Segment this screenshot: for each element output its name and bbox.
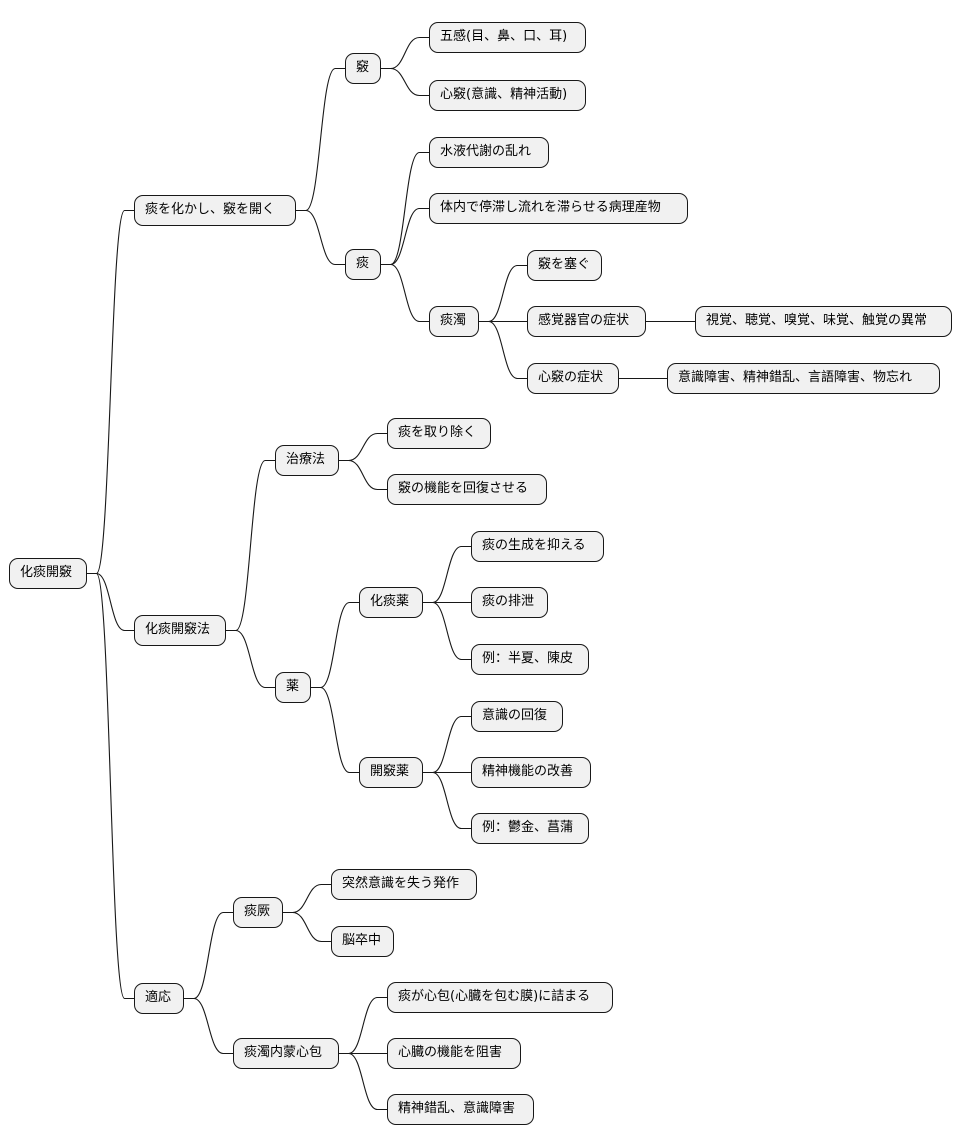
node-method: 化痰開竅法 <box>134 615 226 646</box>
connector-n3-n3_1 <box>184 911 233 1000</box>
node-mental-confusion: 精神錯乱、意識障害 <box>387 1094 534 1125</box>
connector-n1_2-n1_2_1 <box>381 151 429 266</box>
node-suppress-phlegm: 痰の生成を抑える <box>471 531 604 562</box>
node-example-pinellia: 例：半夏、陳皮 <box>471 644 589 675</box>
connector-n2_1-n2_1_2 <box>339 459 387 491</box>
node-medicine: 薬 <box>275 672 311 703</box>
node-phlegm: 痰 <box>345 249 381 280</box>
connector-n3_1-n3_1_2 <box>283 911 331 943</box>
node-five-senses: 五感(目、鼻、口、耳) <box>429 22 586 53</box>
node-turbid-phlegm: 痰濁 <box>429 306 479 337</box>
node-example-curcuma: 例：鬱金、菖蒲 <box>471 813 589 844</box>
node-block-orifices: 竅を塞ぐ <box>527 250 602 281</box>
connector-n3_2-n3_2_3 <box>339 1052 387 1111</box>
node-heart-orifice: 心竅(意識、精神活動) <box>429 80 586 111</box>
root-node: 化痰開竅 <box>9 558 87 589</box>
node-heart-orifice-symptoms: 心竅の症状 <box>527 363 619 394</box>
node-phlegm-resolving-herbs: 化痰薬 <box>359 587 423 618</box>
connector-n3_2-n3_2_1 <box>339 996 387 1055</box>
connector-root-n1 <box>87 209 134 575</box>
connector-n1_1-n1_1_1 <box>381 36 429 70</box>
connector-n2_2_2-n2_2_2_3 <box>423 771 471 830</box>
node-restore-orifice-function: 竅の機能を回復させる <box>387 474 547 505</box>
connector-n2_2_2-n2_2_2_1 <box>423 715 471 774</box>
node-indications: 適応 <box>134 983 184 1014</box>
connector-n2_2_1-n2_2_1_3 <box>423 601 471 661</box>
connector-n1-n1_2 <box>296 209 345 266</box>
connector-n1_2-n1_2_3 <box>381 263 429 323</box>
connector-n3_1-n3_1_1 <box>283 883 331 914</box>
node-sudden-loss-of-consciousness: 突然意識を失う発作 <box>331 869 477 900</box>
node-consciousness-disorders: 意識障害、精神錯乱、言語障害、物忘れ <box>667 363 940 394</box>
connector-n2-n2_1 <box>226 459 275 632</box>
node-stroke: 脳卒中 <box>331 926 394 957</box>
node-expel-phlegm: 痰の排泄 <box>471 587 548 618</box>
node-orifice: 竅 <box>345 53 381 84</box>
connector-n1_1-n1_1_2 <box>381 67 429 97</box>
connector-n2-n2_2 <box>226 629 275 689</box>
connector-n2_2-n2_2_1 <box>311 601 359 689</box>
connector-n1_2_3-n1_2_3_1 <box>479 264 527 323</box>
node-sensory-abnormalities: 視覚、聴覚、嗅覚、味覚、触覚の異常 <box>695 306 952 337</box>
node-impair-heart-function: 心臓の機能を阻害 <box>387 1038 521 1069</box>
connector-n3-n3_2 <box>184 997 233 1055</box>
connector-n1_2-n1_2_2 <box>381 207 429 266</box>
node-sensory-symptoms: 感覚器官の症状 <box>527 306 646 337</box>
connector-n2_1-n2_1_1 <box>339 432 387 462</box>
connector-n1_2_3-n1_2_3_3 <box>479 320 527 380</box>
node-fluid-metabolism-disorder: 水液代謝の乱れ <box>429 137 549 168</box>
node-remove-phlegm: 痰を取り除く <box>387 418 491 449</box>
node-improve-mental-function: 精神機能の改善 <box>471 757 591 788</box>
connector-root-n3 <box>87 572 134 1000</box>
node-treatment: 治療法 <box>275 445 339 476</box>
connector-n1-n1_1 <box>296 67 345 212</box>
node-orifice-opening-herbs: 開竅薬 <box>359 757 423 788</box>
node-pathological-product: 体内で停滞し流れを滞らせる病理産物 <box>429 193 688 224</box>
node-phlegm-syncope: 痰厥 <box>233 897 283 928</box>
connector-n2_2_1-n2_2_1_1 <box>423 545 471 604</box>
node-restore-consciousness: 意識の回復 <box>471 701 563 732</box>
connector-root-n2 <box>87 572 134 632</box>
node-phlegm-blocks-pericardium: 痰が心包(心臓を包む膜)に詰まる <box>387 982 613 1013</box>
node-phlegm-clouding-pericardium: 痰濁内蒙心包 <box>233 1038 339 1069</box>
connector-n2_2-n2_2_2 <box>311 686 359 774</box>
node-transform-phlegm-open-orifices: 痰を化かし、竅を開く <box>134 195 296 226</box>
